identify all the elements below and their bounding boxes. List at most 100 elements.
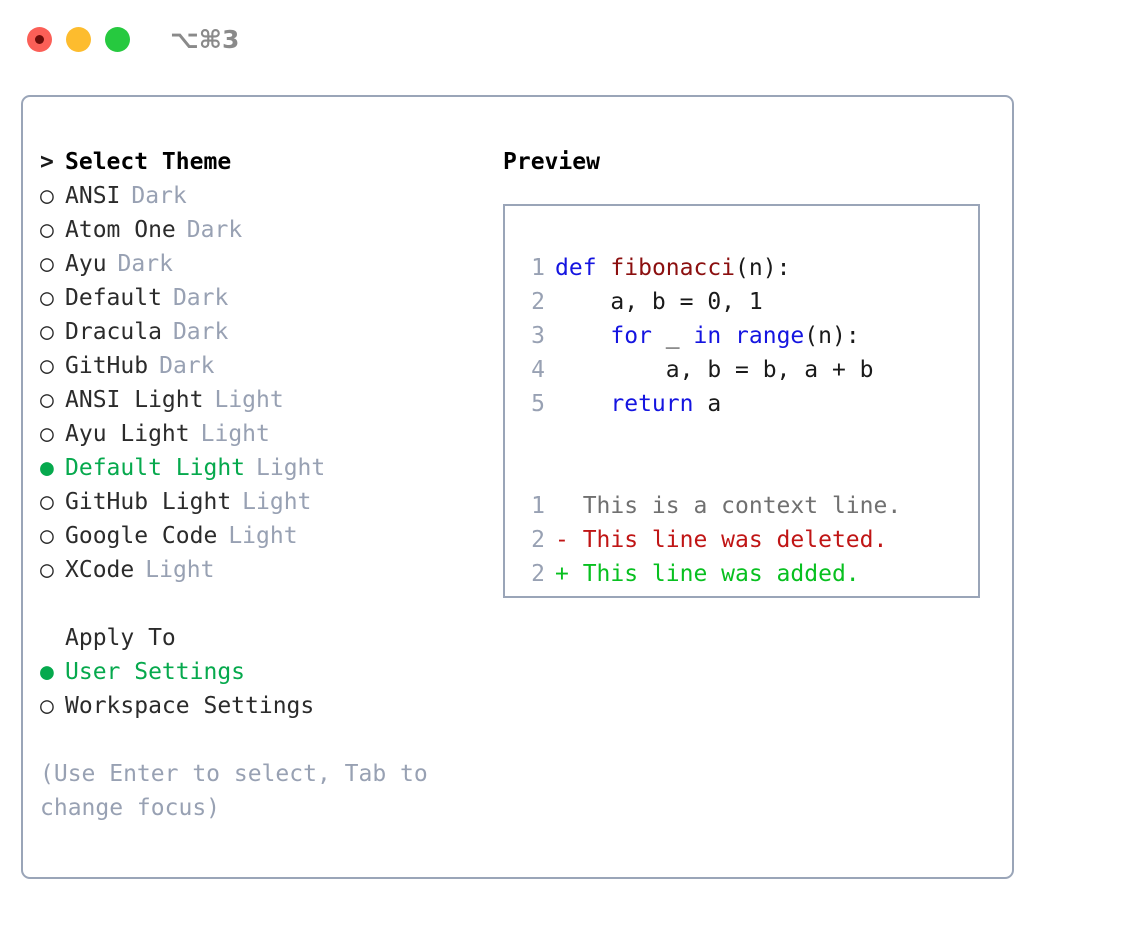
theme-list-item-selected[interactable]: ● Default Light Light xyxy=(40,451,480,485)
code-token: a, b = b, a + b xyxy=(555,357,874,383)
line-number: 1 xyxy=(531,493,545,519)
theme-category-tag: Dark xyxy=(117,251,173,277)
code-token: _ xyxy=(651,323,694,349)
theme-name: Atom One xyxy=(65,217,176,243)
line-number: 5 xyxy=(531,391,545,417)
theme-name: Dracula xyxy=(65,319,162,345)
code-token xyxy=(555,323,610,349)
code-token: fibonacci xyxy=(610,255,736,281)
radio-unselected-icon: ○ xyxy=(40,217,54,243)
radio-unselected-icon: ○ xyxy=(40,353,54,379)
diff-line-added: 2 + This line was added. xyxy=(521,557,978,591)
theme-name: Default xyxy=(65,285,162,311)
line-number: 1 xyxy=(531,255,545,281)
theme-name: ANSI xyxy=(65,183,121,209)
line-number: 2 xyxy=(531,527,545,553)
radio-unselected-icon: ○ xyxy=(40,251,54,277)
select-theme-header: > Select Theme xyxy=(40,145,480,179)
theme-category-tag: Dark xyxy=(186,217,243,243)
theme-name: Default Light xyxy=(65,455,246,481)
theme-list-item[interactable]: ○ GitHub Light Light xyxy=(40,485,480,519)
theme-list-item[interactable]: ○ XCode Light xyxy=(40,553,480,587)
code-token xyxy=(597,255,611,281)
theme-name: Google Code xyxy=(65,523,218,549)
theme-list-item[interactable]: ○ Atom One Dark xyxy=(40,213,480,247)
apply-to-option[interactable]: ○Workspace Settings xyxy=(40,689,480,723)
theme-category-tag: Dark xyxy=(172,285,229,311)
apply-to-option-selected[interactable]: ●User Settings xyxy=(40,655,480,689)
radio-unselected-icon: ○ xyxy=(40,319,54,345)
keyboard-hint-text: (Use Enter to select, Tab to change focu… xyxy=(40,761,428,821)
theme-category-tag: Dark xyxy=(159,353,215,379)
theme-name: XCode xyxy=(65,557,135,583)
preview-header: Preview xyxy=(503,149,600,175)
code-token xyxy=(721,323,735,349)
radio-unselected-icon: ○ xyxy=(40,523,54,549)
keyboard-shortcut-label: ⌥⌘3 xyxy=(170,24,240,54)
radio-unselected-icon: ○ xyxy=(40,183,54,209)
line-number: 3 xyxy=(531,323,545,349)
radio-unselected-icon: ○ xyxy=(40,421,54,447)
code-token: for xyxy=(610,323,652,349)
radio-unselected-icon: ○ xyxy=(40,285,54,311)
radio-unselected-icon: ○ xyxy=(40,489,54,515)
theme-name: Ayu Light xyxy=(65,421,190,447)
line-number: 4 xyxy=(531,357,545,383)
diff-text: + This line was added. xyxy=(555,561,860,587)
radio-selected-icon: ● xyxy=(40,659,54,685)
code-token: return xyxy=(610,391,694,417)
code-token: (n): xyxy=(804,323,860,349)
code-token xyxy=(555,391,610,417)
radio-unselected-icon: ○ xyxy=(40,557,54,583)
theme-name: ANSI Light xyxy=(65,387,204,413)
close-button[interactable] xyxy=(27,26,52,52)
diff-text: - This line was deleted. xyxy=(555,527,888,553)
code-line: 5 return a xyxy=(521,387,978,421)
line-number: 2 xyxy=(531,561,545,587)
theme-category-tag: Light xyxy=(242,489,312,515)
diff-text: This is a context line. xyxy=(555,493,902,519)
theme-category-tag: Light xyxy=(145,557,215,583)
theme-category-tag: Light xyxy=(200,421,270,447)
window-controls xyxy=(27,26,130,52)
line-number: 2 xyxy=(531,289,545,315)
code-line: 2 a, b = 0, 1 xyxy=(521,285,978,319)
code-blank-line xyxy=(521,421,978,455)
theme-category-tag: Dark xyxy=(131,183,187,209)
theme-list-item[interactable]: ○ Default Dark xyxy=(40,281,480,315)
theme-name: GitHub Light xyxy=(65,489,232,515)
theme-list-item[interactable]: ○ Ayu Light Light xyxy=(40,417,480,451)
caret-icon: > xyxy=(40,149,54,175)
code-token: a, b = 0, 1 xyxy=(555,289,763,315)
title-bar: ⌥⌘3 xyxy=(0,0,1140,78)
code-token: (n): xyxy=(735,255,791,281)
apply-to-header-label: Apply To xyxy=(65,625,176,651)
theme-list-item[interactable]: ○ ANSI Dark xyxy=(40,179,480,213)
apply-to-header: ·Apply To xyxy=(40,621,480,655)
maximize-button[interactable] xyxy=(105,26,130,52)
list-spacer xyxy=(40,587,480,621)
apply-to-option-label: Workspace Settings xyxy=(65,693,315,719)
radio-unselected-icon: ○ xyxy=(40,387,54,413)
theme-name: Ayu xyxy=(65,251,107,277)
select-theme-header-label: Select Theme xyxy=(65,149,232,175)
code-token: range xyxy=(735,323,805,349)
theme-category-tag: Light xyxy=(256,455,326,481)
theme-list-item[interactable]: ○ Ayu Dark xyxy=(40,247,480,281)
code-line: 3 for _ in range(n): xyxy=(521,319,978,353)
minimize-button[interactable] xyxy=(66,26,91,52)
code-blank-line xyxy=(521,455,978,489)
code-line: 4 a, b = b, a + b xyxy=(521,353,978,387)
radio-selected-icon: ● xyxy=(40,455,54,481)
code-token: a xyxy=(693,391,722,417)
